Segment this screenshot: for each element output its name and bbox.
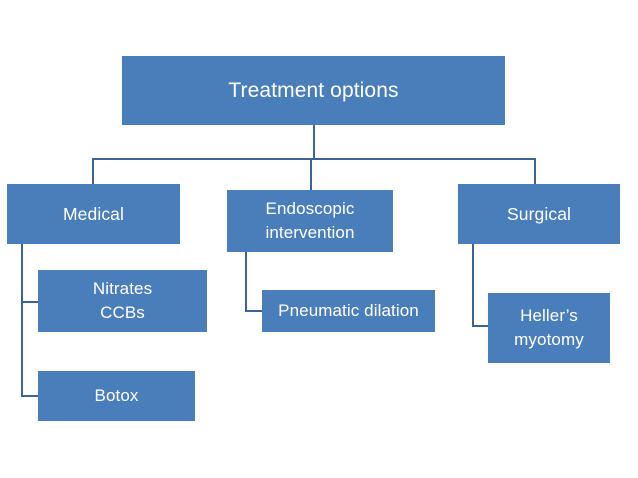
node-nitrates-ccbs-label-line1: Nitrates: [92, 278, 153, 298]
connector-medical-to-botox: [21, 395, 38, 397]
connector-root-stem-upper: [313, 125, 315, 160]
node-pneumatic-dilation-label: Pneumatic dilation: [278, 300, 419, 320]
node-endoscopic-intervention-label-line1: Endoscopic: [265, 198, 355, 218]
connector-medical-to-nitrates: [21, 301, 38, 303]
node-surgical-label: Surgical: [506, 203, 572, 224]
node-medical[interactable]: Medical: [7, 184, 180, 244]
node-surgical[interactable]: Surgical: [458, 184, 620, 244]
connector-medical-trunk: [21, 244, 23, 396]
node-treatment-options[interactable]: Treatment options: [122, 56, 505, 125]
node-hellers-myotomy-label-line1: Heller’s: [520, 305, 578, 325]
connector-root-stem-lower: [310, 158, 312, 190]
connector-endoscopic-to-pneumatic: [245, 310, 262, 312]
connector-root-bus: [92, 158, 536, 160]
connector-bus-to-surgical: [534, 158, 536, 184]
node-medical-label: Medical: [62, 203, 124, 224]
connector-surgical-to-heller: [472, 325, 488, 327]
node-botox[interactable]: Botox: [38, 371, 195, 421]
node-nitrates-ccbs-label-line2: CCBs: [100, 303, 145, 322]
connector-bus-to-medical: [92, 158, 94, 184]
node-treatment-options-label: Treatment options: [228, 78, 399, 102]
node-hellers-myotomy[interactable]: Heller’s myotomy: [488, 293, 610, 363]
node-hellers-myotomy-label-line2: myotomy: [514, 330, 584, 349]
node-endoscopic-intervention-label-line2: intervention: [265, 223, 355, 242]
connector-endoscopic-trunk: [245, 252, 247, 311]
node-endoscopic-intervention[interactable]: Endoscopic intervention: [227, 190, 393, 252]
node-nitrates-ccbs[interactable]: Nitrates CCBs: [38, 270, 207, 332]
connector-surgical-trunk: [472, 244, 474, 327]
node-pneumatic-dilation[interactable]: Pneumatic dilation: [262, 290, 435, 332]
node-botox-label: Botox: [94, 385, 139, 405]
